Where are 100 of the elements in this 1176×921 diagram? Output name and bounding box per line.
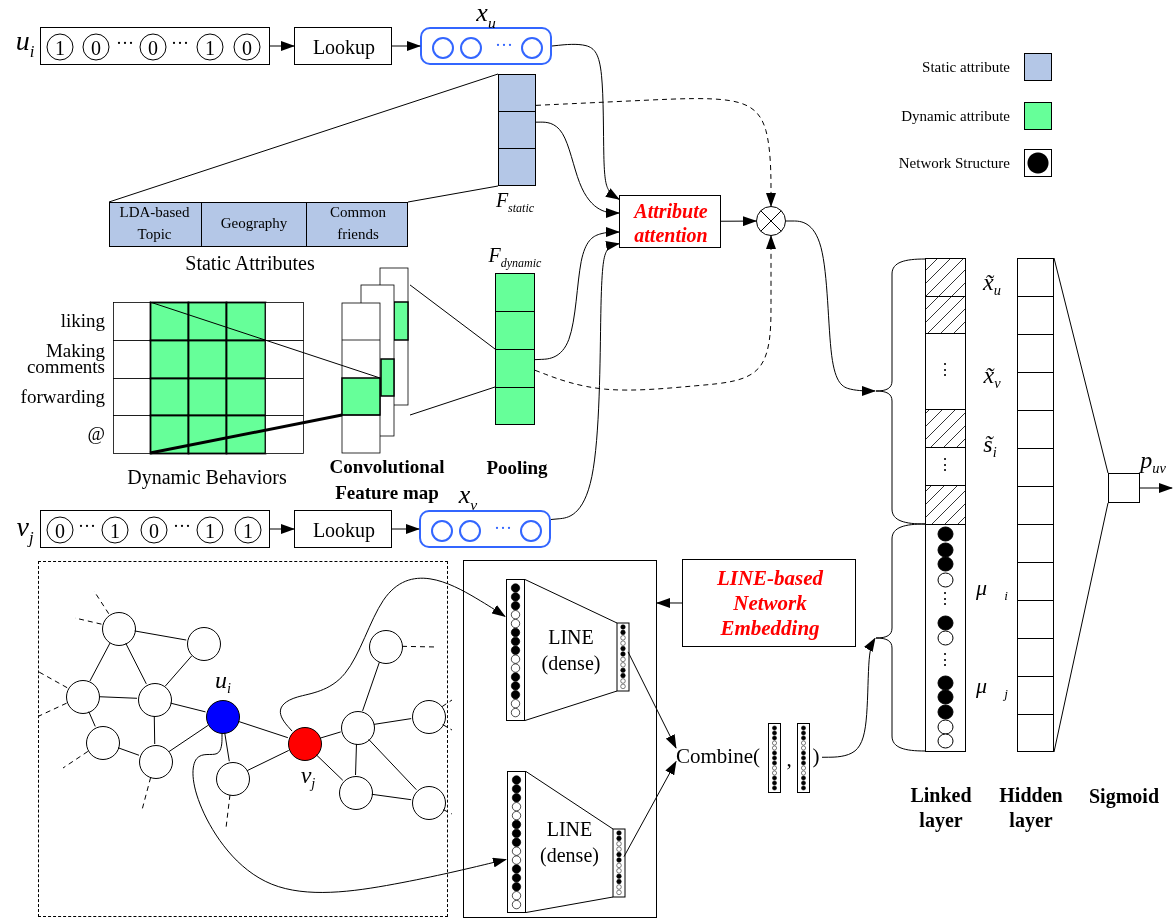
node-label: Static Attributes: [185, 252, 315, 274]
graph-region: [38, 561, 448, 917]
connector-line: [373, 718, 412, 725]
connector-line: [368, 738, 417, 791]
graph-node: [206, 700, 240, 734]
connector-line: [134, 630, 187, 641]
graph-node: [412, 700, 446, 734]
connector-line: [315, 754, 344, 781]
arrow: [623, 760, 677, 858]
node-label: Pooling: [486, 457, 548, 479]
vector-label: F$_{static}$: [495, 188, 535, 216]
one-hot-vector: [40, 510, 270, 548]
one-hot-vector: [40, 27, 270, 65]
connector-line: [409, 386, 496, 416]
node-label: v$_{j}$: [300, 761, 316, 793]
arrow: [391, 524, 420, 534]
arrow: [535, 121, 620, 218]
connector-line: [237, 720, 289, 739]
box-label: Lookup: [312, 519, 376, 541]
connector-line: [149, 413, 343, 455]
arrow: [269, 524, 295, 534]
graph-node: [216, 762, 250, 796]
vector-label: F$_{dynamic}$: [488, 243, 542, 271]
box-label: Attribute attention: [632, 198, 709, 247]
dashed-line: [442, 809, 453, 815]
connector-line: [407, 185, 499, 203]
connector-line: [362, 661, 380, 712]
vector-label: x$_{v}$: [458, 481, 478, 513]
connector-line: [88, 711, 96, 727]
dashed-line: [442, 724, 453, 731]
graph-node: [66, 680, 100, 714]
connector-line: [164, 655, 193, 687]
vector-label: μ⃗$_{i}$: [976, 576, 1008, 604]
arrow: [535, 98, 776, 207]
vector-label: v$_{j}$: [16, 512, 34, 548]
legend-label: Static attribute: [922, 58, 1010, 76]
arrow: [1139, 483, 1173, 493]
ellipsis: ⋮: [937, 456, 953, 474]
process-box: [294, 27, 392, 65]
graph-node: [138, 683, 172, 717]
graph-node: [341, 711, 375, 745]
connector-line: [371, 793, 412, 801]
embedding-panel: [463, 560, 657, 918]
row-label: liking: [59, 312, 105, 330]
box-label: LINE-based Network Embedding: [715, 566, 825, 642]
row-label: forwarding: [19, 388, 105, 406]
ellipsis: ⋮: [937, 361, 953, 379]
hidden-layer: [1017, 258, 1054, 752]
graph-node: [187, 627, 221, 661]
connector-line: [168, 725, 209, 752]
connector-line: [1053, 502, 1109, 753]
connector-line: [149, 301, 381, 379]
connector-line: [409, 284, 496, 350]
ellipsis: ⋮: [937, 651, 953, 669]
ellipsis: ⋮: [937, 590, 953, 608]
row-label: @: [86, 425, 105, 443]
attribute-label: Common friends: [306, 201, 409, 247]
connector-line: [224, 732, 230, 762]
arrow: [550, 240, 620, 520]
graph-node: [288, 727, 322, 761]
vector-label: x$_{u}$: [476, 0, 496, 31]
arrow: [821, 637, 876, 758]
connector-line: [117, 747, 140, 756]
node-label: Dynamic Behaviors: [127, 466, 287, 488]
node-label: Convolutional Feature map: [328, 455, 446, 505]
ellipsis: ···: [495, 36, 513, 56]
attribute-label: LDA-based Topic: [118, 203, 191, 244]
box-label: Lookup: [312, 36, 376, 58]
vector-label: μ⃗$_{j}$: [976, 674, 1008, 702]
embedding-vector: [420, 27, 552, 65]
ellipsis: ···: [78, 517, 96, 537]
arrow: [551, 43, 620, 200]
connector-line: [246, 749, 290, 772]
graph-node: [369, 630, 403, 664]
arrow: [627, 651, 677, 749]
formula-text: ): [812, 745, 820, 769]
layer-label: Sigmoid: [1089, 785, 1159, 807]
arrow: [656, 598, 683, 608]
attribute-label: Geography: [201, 201, 306, 247]
dashed-line: [441, 699, 453, 708]
arrow: [391, 41, 421, 51]
vector-label: x̃$_{u}$: [983, 268, 1001, 300]
node-label: Hidden layer: [998, 783, 1064, 833]
row-label: Making comments: [25, 342, 105, 376]
layer-label: LINE (dense): [539, 817, 600, 868]
graph-node: [86, 726, 120, 760]
dashed-line: [225, 794, 231, 829]
connector-line: [319, 731, 342, 739]
graph-node: [139, 745, 173, 779]
connector-line: [125, 642, 147, 685]
arrow: [720, 216, 757, 227]
sigmoid-unit: [1108, 473, 1140, 503]
layer-label: LINE (dense): [540, 625, 602, 676]
legend-label: Network Structure: [898, 154, 1010, 172]
arrow: [269, 41, 295, 51]
connector-line: [355, 743, 357, 776]
arrow: [534, 235, 776, 391]
text-box: [619, 195, 721, 248]
vector-label: s̃$_{i}$: [983, 430, 997, 462]
vector-label: u$_{i}$: [15, 26, 35, 62]
